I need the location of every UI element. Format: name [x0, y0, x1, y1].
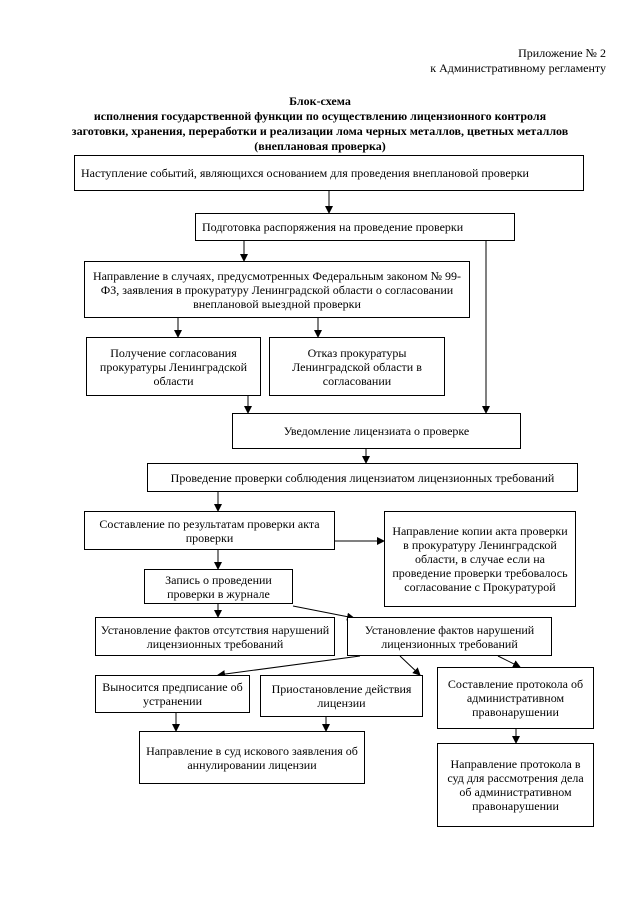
- annex-note: Приложение № 2 к Административному регла…: [430, 46, 606, 76]
- arrow-violations-suspend: [399, 655, 421, 676]
- box-notify: Уведомление лицензиата о проверке: [232, 413, 521, 449]
- box-no-violations-text: Установление фактов отсутствия нарушений…: [100, 622, 330, 651]
- box-violations: Установление фактов нарушений лицензионн…: [347, 617, 552, 656]
- box-refusal-text: Отказ прокуратуры Ленинградской области …: [292, 345, 422, 388]
- box-suspend-text: Приостановление действия лицензии: [271, 682, 412, 710]
- box-order-fix-text: Выносится предписание об устранении: [102, 680, 243, 708]
- box-notify-text: Уведомление лицензиата о проверке: [283, 424, 470, 438]
- box-events: Наступление событий, являющихся основани…: [74, 155, 584, 191]
- title-line-4: (внеплановая проверка): [254, 139, 386, 153]
- box-inspection-text: Проведение проверки соблюдения лицензиат…: [170, 470, 555, 485]
- box-court-claim: Направление в суд искового заявления об …: [139, 731, 365, 784]
- box-act: Составление по результатам проверки акта…: [84, 511, 335, 550]
- box-copy-act: Направление копии акта проверки в прокур…: [384, 511, 576, 607]
- arrow-violations-order-fix: [217, 655, 361, 679]
- box-protocol: Составление протокола об административно…: [437, 667, 594, 729]
- page-title: Блок-схема исполнения государственной фу…: [60, 94, 580, 154]
- box-no-violations: Установление фактов отсутствия нарушений…: [95, 617, 335, 656]
- box-protocol-court: Направление протокола в суд для рассмотр…: [437, 743, 594, 827]
- box-protocol-text: Составление протокола об административно…: [447, 677, 584, 719]
- title-line-2: исполнения государственной функции по ос…: [93, 109, 547, 123]
- box-order-fix: Выносится предписание об устранении: [95, 675, 250, 713]
- annex-line-1: Приложение № 2: [518, 46, 606, 60]
- box-events-text: Наступление событий, являющихся основани…: [81, 166, 529, 180]
- box-journal-text: Запись о проведении проверки в журнале: [165, 572, 272, 601]
- box-approval-text: Получение согласования прокуратуры Ленин…: [99, 345, 248, 388]
- box-journal: Запись о проведении проверки в журнале: [144, 569, 293, 604]
- box-prosecutor-request: Направление в случаях, предусмотренных Ф…: [84, 261, 470, 318]
- box-order-text: Подготовка распоряжения на проведение пр…: [202, 220, 464, 234]
- box-protocol-court-text: Направление протокола в суд для рассмотр…: [447, 757, 584, 813]
- annex-line-2: к Административному регламенту: [430, 61, 606, 75]
- title-line-3: заготовки, хранения, переработки и реали…: [71, 124, 569, 138]
- box-prosecutor-request-text: Направление в случаях, предусмотренных Ф…: [92, 268, 462, 311]
- title-line-1: Блок-схема: [289, 94, 351, 108]
- box-copy-act-text: Направление копии акта проверки в прокур…: [392, 524, 568, 594]
- box-inspection: Проведение проверки соблюдения лицензиат…: [147, 463, 578, 492]
- box-violations-text: Установление фактов нарушений лицензионн…: [364, 622, 535, 651]
- box-order: Подготовка распоряжения на проведение пр…: [195, 213, 515, 241]
- box-approval: Получение согласования прокуратуры Ленин…: [86, 337, 261, 396]
- box-act-text: Составление по результатам проверки акта…: [99, 516, 320, 545]
- arrow-violations-protocol: [497, 655, 521, 668]
- box-suspend: Приостановление действия лицензии: [260, 675, 423, 717]
- box-court-claim-text: Направление в суд искового заявления об …: [146, 743, 358, 772]
- box-refusal: Отказ прокуратуры Ленинградской области …: [269, 337, 445, 396]
- arrow-journal-violations: [292, 605, 355, 621]
